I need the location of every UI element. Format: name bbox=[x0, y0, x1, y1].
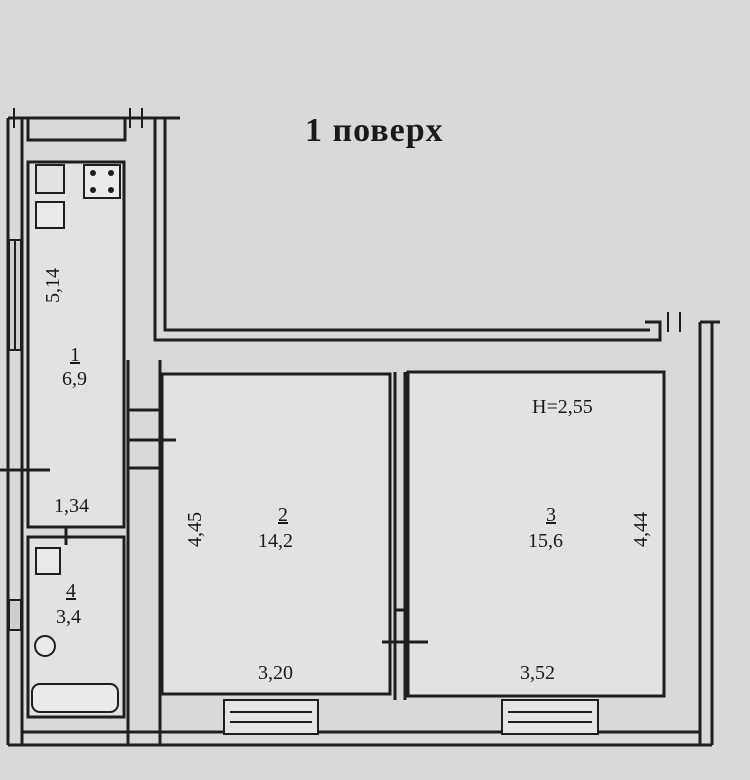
room-4-number: 4 bbox=[66, 580, 76, 602]
ceiling-height: H=2,55 bbox=[532, 396, 593, 418]
room-1-area: 6,9 bbox=[62, 368, 87, 390]
washbasin-icon bbox=[35, 547, 61, 575]
partition-middle bbox=[393, 372, 407, 700]
room-3-outline bbox=[406, 370, 666, 698]
window-room-3 bbox=[501, 699, 599, 735]
window-room-2 bbox=[223, 699, 319, 735]
room-2-number: 2 bbox=[278, 504, 288, 526]
room-3-number: 3 bbox=[546, 504, 556, 526]
toilet-icon bbox=[34, 635, 56, 657]
room-3-area: 15,6 bbox=[528, 530, 563, 552]
partition-left bbox=[126, 360, 162, 745]
room-2-area: 14,2 bbox=[258, 530, 293, 552]
page-title: 1 поверх bbox=[305, 112, 444, 149]
room-1-width: 1,34 bbox=[54, 495, 89, 517]
entrance-wall bbox=[8, 116, 662, 342]
bathtub-icon bbox=[31, 683, 119, 713]
room-2-outline bbox=[160, 372, 392, 696]
outer-wall-right bbox=[698, 320, 720, 745]
stove-icon bbox=[83, 164, 121, 199]
room-3-width: 3,52 bbox=[520, 662, 555, 684]
sink-icon bbox=[35, 201, 65, 229]
room-1-number: 1 bbox=[70, 344, 80, 366]
room-1-length: 5,14 bbox=[42, 268, 64, 303]
room-2-width: 3,20 bbox=[258, 662, 293, 684]
room-3-length: 4,44 bbox=[630, 512, 652, 547]
room-2-length: 4,45 bbox=[184, 512, 206, 547]
outer-wall-bottom bbox=[8, 730, 712, 747]
room-4-area: 3,4 bbox=[56, 606, 81, 628]
outer-wall-left bbox=[6, 118, 24, 745]
